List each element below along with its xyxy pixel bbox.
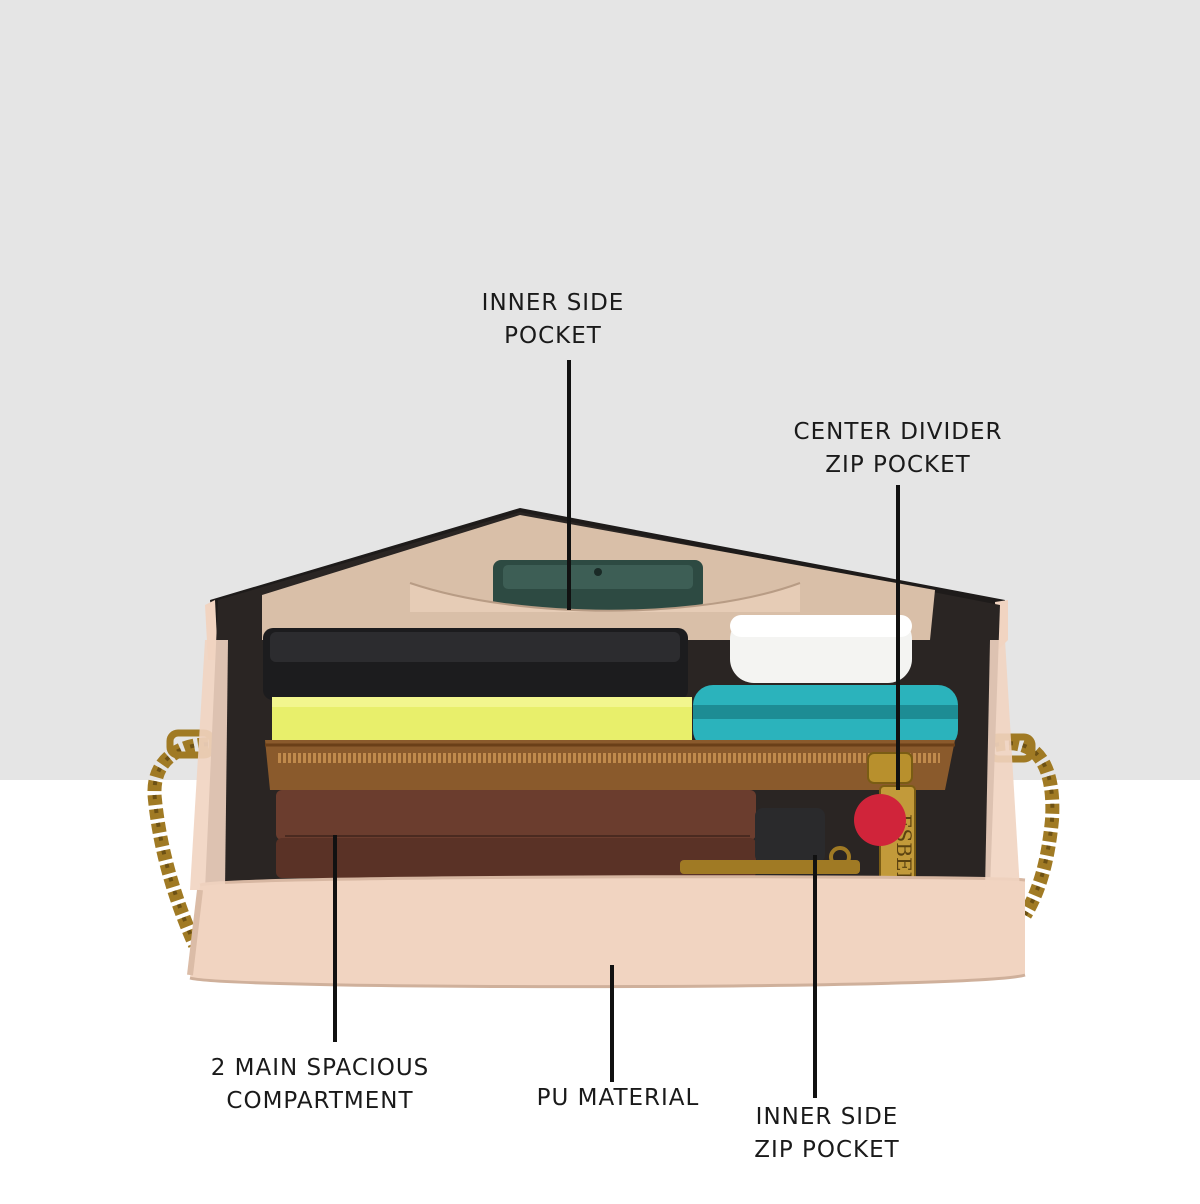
lipstick-cap — [755, 808, 825, 863]
center-divider-zip-pocket — [265, 740, 955, 790]
notebook — [272, 697, 692, 749]
callout-inner-side-pocket: INNER SIDE POCKET — [481, 290, 625, 349]
callout-pu-material: PU MATERIAL — [536, 1085, 700, 1111]
front-panel-pu — [190, 876, 1025, 987]
wallet — [276, 790, 756, 840]
callout-center-divider-zip-pocket: CENTER DIVIDER ZIP POCKET — [793, 419, 1003, 478]
callout-main-compartment: 2 MAIN SPACIOUS COMPARTMENT — [210, 1055, 430, 1114]
callout-inner-side-zip-pocket: INNER SIDE ZIP POCKET — [754, 1104, 900, 1163]
red-lipstick — [854, 794, 906, 846]
